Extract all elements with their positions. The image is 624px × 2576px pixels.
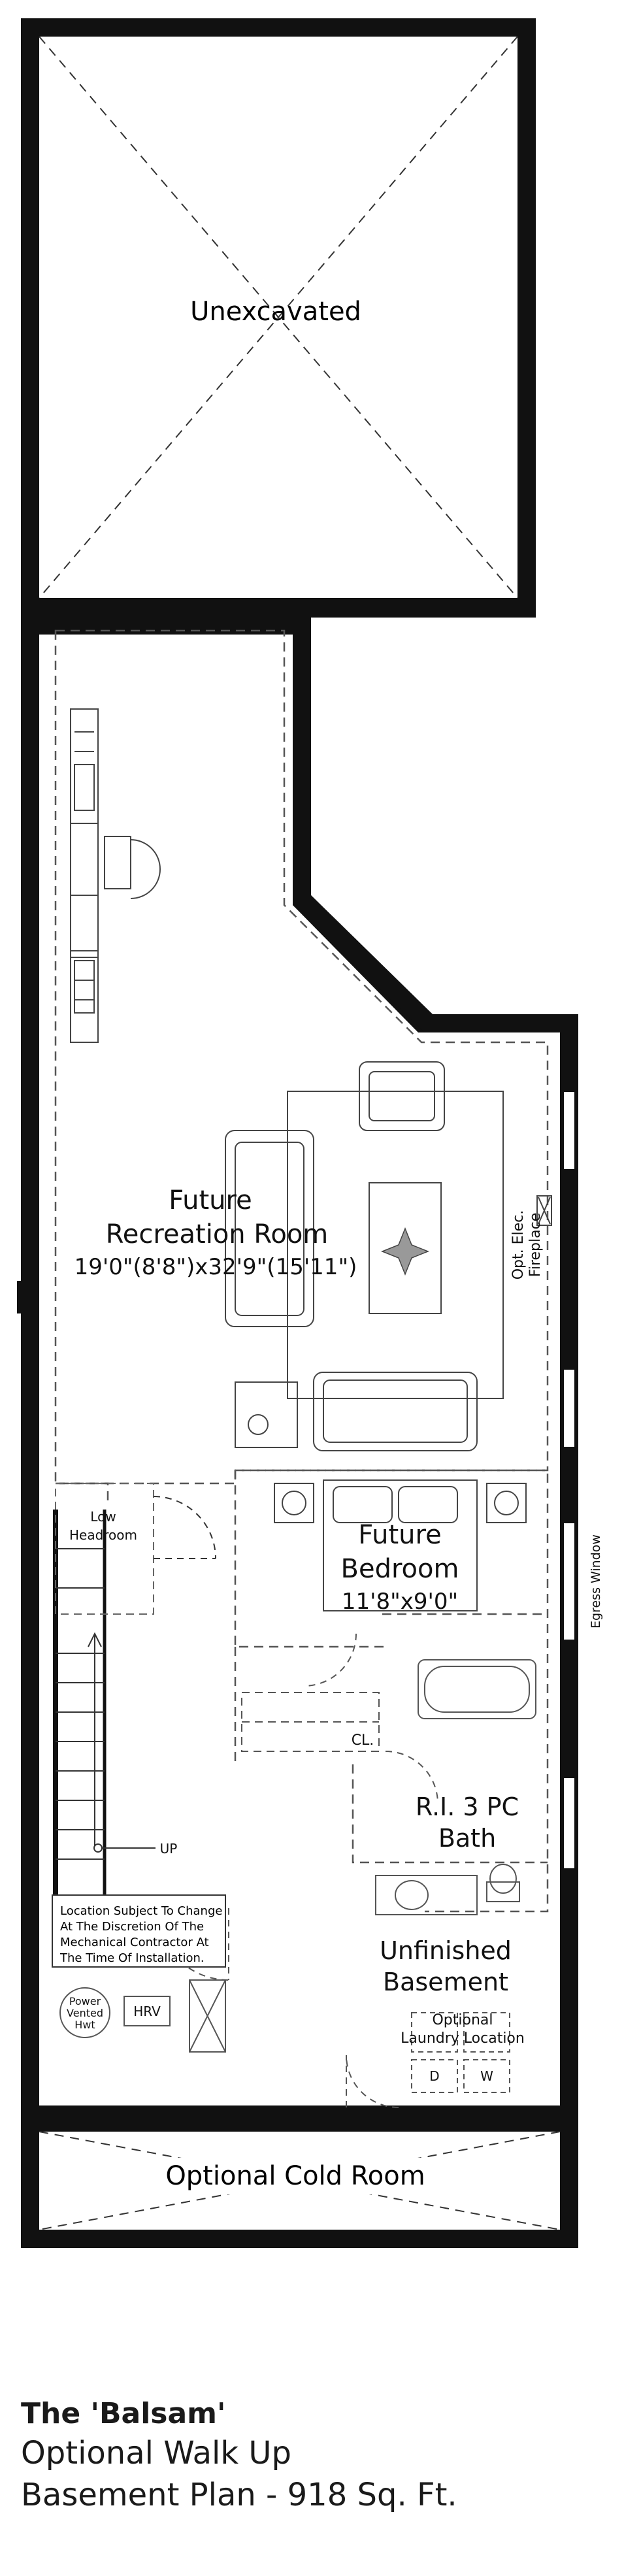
coffee-table-ornament [380,1227,430,1276]
plan-subtitle-2: Basement Plan - 918 Sq. Ft. [21,2477,457,2513]
low-headroom-label-2: Headroom [69,1527,137,1543]
bedroom-furniture [274,1479,527,1611]
rec-room-label-1: Future [169,1185,252,1215]
cold-room: Optional Cold Room [21,2114,578,2248]
hrv-label: HRV [133,2004,161,2019]
finished-area-outline [54,629,549,1913]
fireplace-label-2: Fireplace [527,1213,544,1277]
dryer-letter: D [429,2068,439,2084]
bath-and-closet [59,1633,536,2108]
unfinished-label-1: Unfinished [380,1936,512,1965]
mechanical-note-box: Location Subject To Change At The Discre… [52,1894,226,1968]
rec-room-label-2: Recreation Room [106,1219,329,1249]
bedroom-dims: 11'8"x9'0" [342,1589,458,1615]
washer-letter: W [480,2068,493,2084]
unfinished-label-2: Basement [383,1968,508,1996]
bedroom-label-1: Future [358,1520,441,1550]
laundry-label-2: Laundry Location [401,2030,525,2047]
closet-label: CL. [352,1732,374,1749]
stairs-up-label: UP [160,1841,178,1857]
laundry-label-1: Optional [432,2012,493,2028]
fireplace-label-1: Opt. Elec. [510,1210,527,1280]
rec-room-dims: 19'0"(8'8")x32'9"(15'11") [74,1254,357,1280]
recreation-room-furniture [70,708,552,1451]
note-line-4: The Time Of Installation. [59,1951,205,1965]
note-line-1: Location Subject To Change [60,1904,222,1918]
laundry-box-letters: D W [429,2068,493,2084]
bath-label-1: R.I. 3 PC [416,1792,519,1821]
low-headroom-label-1: Low [90,1509,116,1525]
bath-label-2: Bath [438,1824,496,1853]
laundry-boxes [411,2059,510,2093]
bedroom-label-2: Bedroom [341,1554,459,1584]
egress-window-label: Egress Window [589,1534,603,1628]
unexcavated-area: Unexcavated [21,18,536,618]
cold-room-label: Optional Cold Room [165,2161,425,2191]
note-line-3: Mechanical Contractor At [60,1936,209,1949]
plan-title: The 'Balsam' [21,2397,226,2430]
hwt-label-1: Power [69,1995,101,2007]
unexcavated-label: Unexcavated [190,297,361,327]
hwt-label-2: Vented [67,2007,103,2019]
plan-subtitle-1: Optional Walk Up [21,2435,291,2471]
room-labels: Future Recreation Room 19'0"(8'8")x32'9"… [67,1185,603,2085]
stairs [53,1483,216,1895]
note-line-2: At The Discretion Of The [60,1920,204,1934]
hwt-label-3: Hwt [74,2019,95,2031]
